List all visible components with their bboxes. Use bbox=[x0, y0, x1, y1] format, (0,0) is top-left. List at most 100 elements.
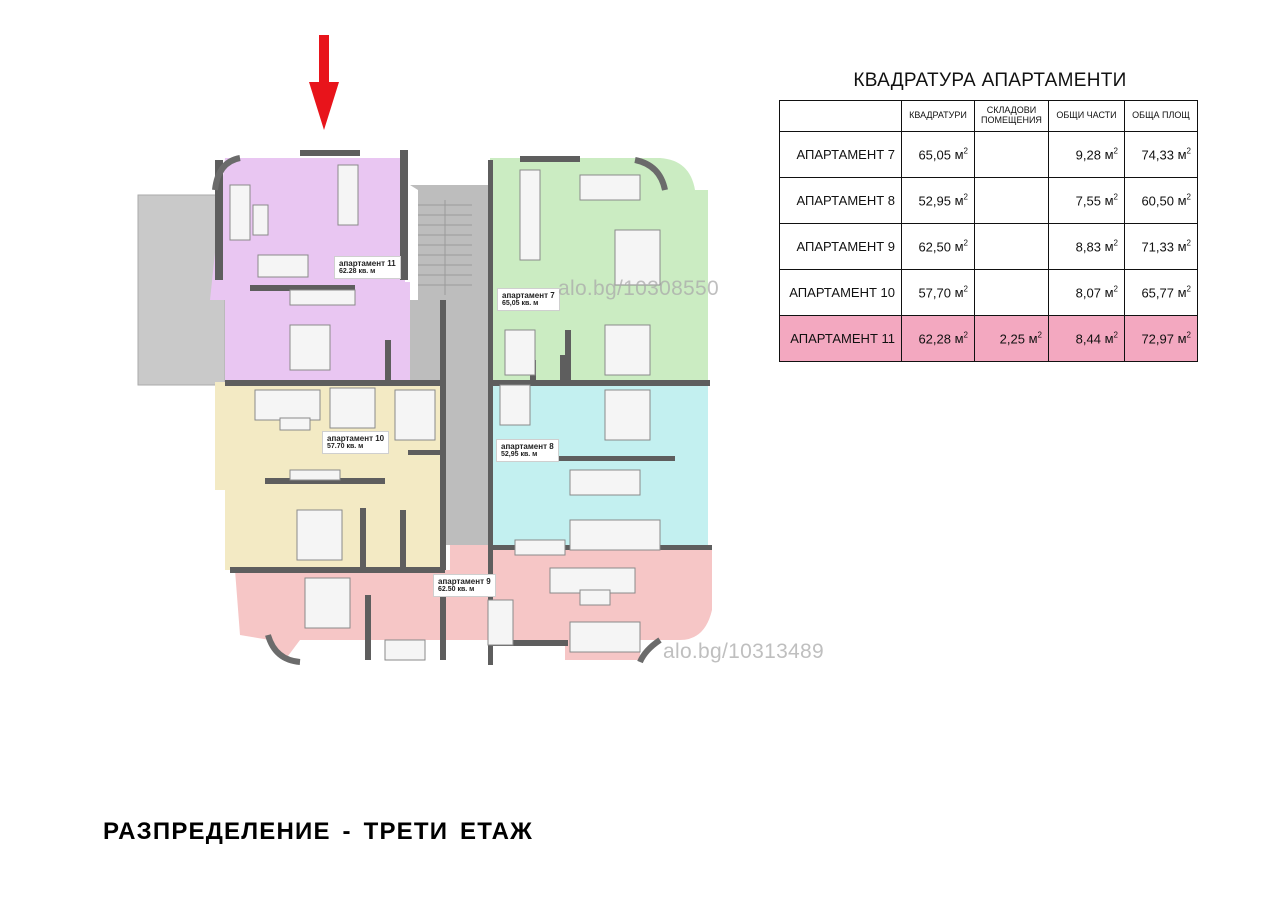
apartment-11-area-text: 62.28 кв. м bbox=[339, 268, 376, 276]
apartment-11-name: апартамент 11 bbox=[339, 259, 396, 268]
unit-m2: м2 bbox=[954, 284, 968, 301]
cell-name-value: АПАРТАМЕНТ 8 bbox=[796, 193, 895, 208]
cell-common-value: 8,07 bbox=[1075, 285, 1101, 301]
cell-total: 72,97 м2 bbox=[1124, 315, 1198, 362]
cell-area-value: 62,50 bbox=[918, 239, 951, 255]
cell-total: 65,77 м2 bbox=[1124, 269, 1198, 316]
unit-m2: м2 bbox=[1104, 284, 1118, 301]
cell-area-value: 57,70 bbox=[918, 285, 951, 301]
cell-area: 62,50 м2 bbox=[901, 223, 975, 270]
header-total: ОБЩА ПЛОЩ bbox=[1124, 100, 1198, 132]
header-name bbox=[779, 100, 902, 132]
table-title: КВАДРАТУРА АПАРТАМЕНТИ bbox=[853, 70, 1127, 91]
cell-total-value: 65,77 bbox=[1141, 285, 1174, 301]
cell-storage bbox=[974, 177, 1049, 224]
table-header-row: КВАДРАТУРИ СКЛАДОВИ ПОМЕЩЕНИЯ ОБЩИ ЧАСТИ… bbox=[779, 100, 1198, 132]
cell-storage bbox=[974, 131, 1049, 178]
cell-name: АПАРТАМЕНТ 9 bbox=[779, 223, 902, 270]
apartment-7-label: апартамент 7 65,05 кв. м bbox=[497, 288, 560, 312]
apartment-8-name: апартамент 8 bbox=[501, 442, 554, 451]
apartment-7-name: апартамент 7 bbox=[502, 291, 555, 300]
header-storage: СКЛАДОВИ ПОМЕЩЕНИЯ bbox=[974, 100, 1049, 132]
apartment-9-name: апартамент 9 bbox=[438, 577, 491, 586]
unit-m2: м2 bbox=[954, 330, 968, 347]
cell-name: АПАРТАМЕНТ 10 bbox=[779, 269, 902, 316]
cell-common: 7,55 м2 bbox=[1048, 177, 1125, 224]
cell-area: 57,70 м2 bbox=[901, 269, 975, 316]
cell-area-value: 65,05 bbox=[918, 147, 951, 163]
unit-m2: м2 bbox=[954, 146, 968, 163]
cell-common: 8,83 м2 bbox=[1048, 223, 1125, 270]
apartment-7-area-text: 65,05 кв. м bbox=[502, 300, 539, 308]
cell-total: 60,50 м2 bbox=[1124, 177, 1198, 224]
apartment-10-name: апартамент 10 bbox=[327, 434, 385, 443]
cell-total: 71,33 м2 bbox=[1124, 223, 1198, 270]
cell-name: АПАРТАМЕНТ 8 bbox=[779, 177, 902, 224]
cell-area: 52,95 м2 bbox=[901, 177, 975, 224]
cell-name: АПАРТАМЕНТ 7 bbox=[779, 131, 902, 178]
cell-storage bbox=[974, 223, 1049, 270]
unit-m2: м2 bbox=[1177, 330, 1191, 347]
apartment-8-area-text: 52,95 кв. м bbox=[501, 451, 538, 459]
unit-m2: м2 bbox=[1104, 238, 1118, 255]
cell-storage: 2,25 м2 bbox=[974, 315, 1049, 362]
cell-name-value: АПАРТАМЕНТ 7 bbox=[796, 147, 895, 162]
unit-m2: м2 bbox=[954, 192, 968, 209]
stair-core bbox=[410, 185, 490, 560]
cell-storage bbox=[974, 269, 1049, 316]
floor-plan: апартамент 11 62.28 кв. м апартамент 7 6… bbox=[0, 0, 824, 700]
cell-storage-value: 2,25 bbox=[999, 331, 1025, 347]
selected-unit-arrow-icon bbox=[309, 35, 339, 130]
cell-name-value: АПАРТАМЕНТ 9 bbox=[796, 239, 895, 254]
cell-common-value: 7,55 bbox=[1075, 193, 1101, 209]
apartment-7-area[interactable] bbox=[490, 158, 708, 382]
floor-plan-drawing bbox=[137, 35, 712, 665]
watermark-top: alo.bg/10308550 bbox=[558, 277, 719, 300]
cell-area-value: 62,28 bbox=[918, 331, 951, 347]
cell-common-value: 8,83 bbox=[1075, 239, 1101, 255]
apartment-11-label: апартамент 11 62.28 кв. м bbox=[334, 256, 401, 280]
unit-m2: м2 bbox=[1104, 330, 1118, 347]
unit-m2: м2 bbox=[1104, 146, 1118, 163]
apartment-8-label: апартамент 8 52,95 кв. м bbox=[496, 439, 559, 463]
cell-common-value: 8,44 bbox=[1075, 331, 1101, 347]
header-common: ОБЩИ ЧАСТИ bbox=[1048, 100, 1125, 132]
cell-total: 74,33 м2 bbox=[1124, 131, 1198, 178]
cell-name-value: АПАРТАМЕНТ 11 bbox=[790, 331, 895, 346]
cell-total-value: 60,50 bbox=[1141, 193, 1174, 209]
cell-area-value: 52,95 bbox=[918, 193, 951, 209]
apartment-10-area-text: 57.70 кв. м bbox=[327, 443, 364, 451]
cell-total-value: 74,33 bbox=[1141, 147, 1174, 163]
header-area: КВАДРАТУРИ bbox=[901, 100, 975, 132]
unit-m2: м2 bbox=[1028, 330, 1042, 347]
furniture bbox=[229, 164, 661, 661]
watermark-bottom: alo.bg/10313489 bbox=[663, 640, 824, 663]
apartment-9-area-text: 62.50 кв. м bbox=[438, 586, 475, 594]
cell-total-value: 72,97 bbox=[1141, 331, 1174, 347]
unit-m2: м2 bbox=[1177, 284, 1191, 301]
floor-title: РАЗПРЕДЕЛЕНИЕ - ТРЕТИ ЕТАЖ bbox=[103, 818, 534, 845]
cell-common: 8,07 м2 bbox=[1048, 269, 1125, 316]
cell-total-value: 71,33 bbox=[1141, 239, 1174, 255]
cell-common: 8,44 м2 bbox=[1048, 315, 1125, 362]
apartment-9-label: апартамент 9 62.50 кв. м bbox=[433, 574, 496, 598]
staircase bbox=[418, 200, 472, 295]
cell-area: 62,28 м2 bbox=[901, 315, 975, 362]
cell-area: 65,05 м2 bbox=[901, 131, 975, 178]
corner-bays bbox=[212, 155, 668, 665]
unit-m2: м2 bbox=[1177, 192, 1191, 209]
unit-m2: м2 bbox=[1104, 192, 1118, 209]
apartment-10-label: апартамент 10 57.70 кв. м bbox=[322, 431, 390, 455]
cell-common-value: 9,28 bbox=[1075, 147, 1101, 163]
area-table: КВАДРАТУРИ СКЛАДОВИ ПОМЕЩЕНИЯ ОБЩИ ЧАСТИ… bbox=[779, 100, 1198, 362]
unit-m2: м2 bbox=[1177, 146, 1191, 163]
unit-m2: м2 bbox=[954, 238, 968, 255]
cell-name: АПАРТАМЕНТ 11 bbox=[779, 315, 902, 362]
unit-m2: м2 bbox=[1177, 238, 1191, 255]
